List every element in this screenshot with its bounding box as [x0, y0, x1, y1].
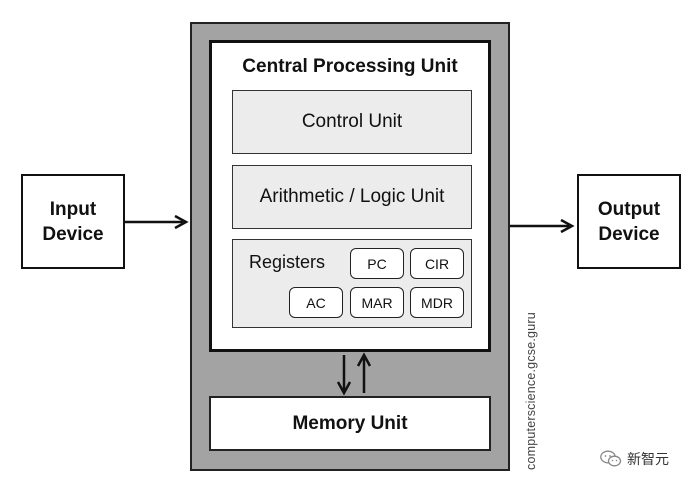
input-device-label: Input Device — [42, 198, 104, 245]
register-cir-label: CIR — [424, 255, 450, 272]
input-device-box: Input Device — [21, 174, 125, 269]
watermark-text: computerscience.gcse.guru — [524, 312, 538, 470]
input-to-cpu-arrowhead — [174, 214, 189, 230]
memory-unit-box: Memory Unit — [209, 396, 491, 451]
alu-box: Arithmetic / Logic Unit — [232, 165, 472, 229]
register-mar: MAR — [350, 287, 404, 318]
register-mar-label: MAR — [361, 294, 393, 311]
register-ac: AC — [289, 287, 343, 318]
alu-label: Arithmetic / Logic Unit — [259, 186, 445, 207]
memory-unit-label: Memory Unit — [292, 412, 408, 434]
register-pc: PC — [350, 248, 404, 279]
memory-to-cpu-arrowhead — [356, 352, 372, 367]
control-unit-label: Control Unit — [301, 111, 403, 132]
register-ac-label: AC — [306, 294, 326, 311]
register-cir: CIR — [410, 248, 464, 279]
wechat-label: 新智元 — [627, 451, 669, 467]
cpu-title: Central Processing Unit — [242, 56, 458, 77]
register-mdr: MDR — [410, 287, 464, 318]
output-device-label: Output Device — [597, 198, 661, 245]
wechat-icon — [600, 450, 622, 467]
cpu-to-memory-arrowhead — [336, 381, 352, 396]
wechat-badge: 新智元 — [600, 449, 669, 469]
registers-label: Registers — [249, 252, 326, 272]
register-pc-label: PC — [367, 255, 387, 272]
control-unit-box: Control Unit — [232, 90, 472, 154]
register-mdr-label: MDR — [421, 294, 453, 311]
output-device-box: Output Device — [577, 174, 681, 269]
cpu-to-output-arrowhead — [560, 218, 575, 234]
